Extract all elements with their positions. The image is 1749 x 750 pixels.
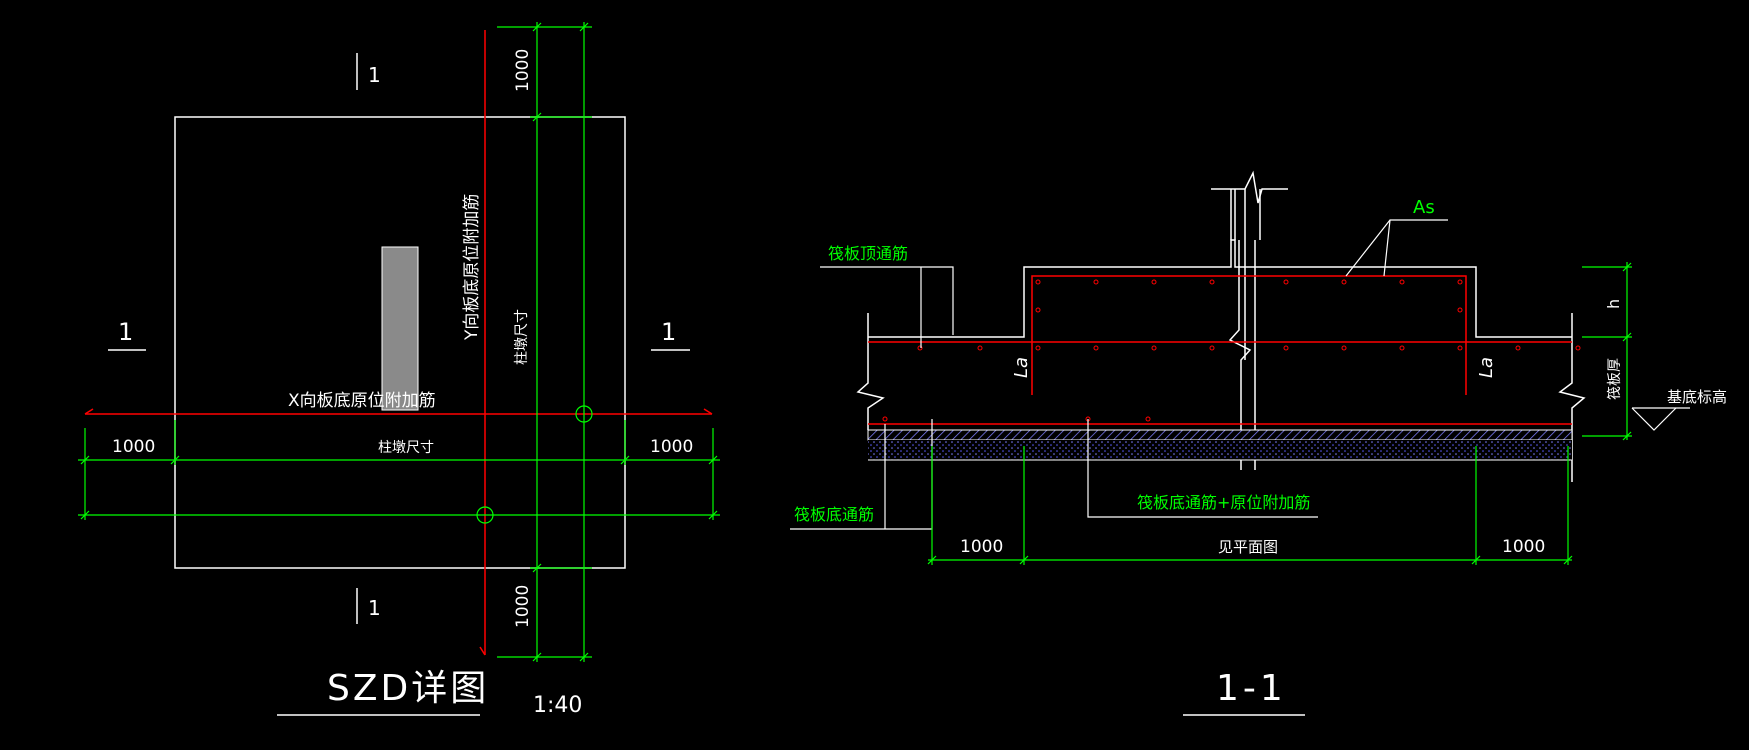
thickness-label: 筏板厚 bbox=[1606, 358, 1623, 400]
plan-dim-right: 1000 bbox=[650, 437, 693, 457]
section-mark-bottom: 1 bbox=[368, 596, 381, 620]
plan-dim-bottom: 1000 bbox=[513, 585, 533, 628]
plan-dim-top: 1000 bbox=[513, 49, 533, 92]
section-view: As 筏板顶通筋 筏板底通筋 筏板底通筋+原位附加筋 La La h 筏板厚 基… bbox=[790, 170, 1727, 716]
slab-break-line bbox=[1228, 240, 1252, 470]
bottom-add-rebar-label: 筏板底通筋+原位附加筋 bbox=[1137, 493, 1310, 512]
section-outline-top bbox=[868, 239, 1572, 338]
section-dim-right: 1000 bbox=[1502, 537, 1545, 557]
grid-circle-bottom bbox=[476, 506, 494, 524]
right-break-line bbox=[1558, 313, 1586, 482]
as-label: As bbox=[1413, 197, 1435, 218]
plan-title: SZD详图 bbox=[327, 668, 489, 709]
la-right-label: La bbox=[1476, 357, 1497, 378]
bottom-rebar-label: 筏板底通筋 bbox=[794, 505, 874, 524]
cushion-hatch bbox=[867, 429, 1573, 441]
x-rebar-label: X向板底原位附加筋 bbox=[288, 391, 436, 411]
top-rebar-label: 筏板顶通筋 bbox=[828, 244, 908, 263]
rebar-dots bbox=[882, 279, 1581, 422]
la-left-label: La bbox=[1011, 357, 1032, 378]
section-vertical-dims bbox=[1582, 262, 1632, 441]
section-mark-right: 1 bbox=[661, 318, 676, 346]
section-horizontal-dims bbox=[927, 446, 1573, 565]
h-label: h bbox=[1604, 299, 1623, 309]
gravel-layer bbox=[868, 440, 1572, 460]
elevation-marker bbox=[1631, 407, 1690, 431]
slab-outline bbox=[174, 116, 626, 569]
section-rebars bbox=[868, 275, 1572, 425]
section-title: 1-1 bbox=[1216, 668, 1287, 709]
plan-dim-left: 1000 bbox=[112, 437, 155, 457]
elevation-label: 基底标高 bbox=[1667, 388, 1727, 406]
section-dim-mid: 见平面图 bbox=[1218, 538, 1278, 556]
y-rebar-label: Y向板底原位附加筋 bbox=[462, 194, 482, 341]
column bbox=[381, 246, 419, 411]
section-cut-marks bbox=[108, 53, 690, 624]
plan-horizontal-dims bbox=[78, 420, 720, 520]
section-dim-left: 1000 bbox=[960, 537, 1003, 557]
left-break-line bbox=[856, 313, 885, 430]
column-size-y-label: 柱墩尺寸 bbox=[514, 309, 530, 365]
plan-view: 1 1 1 1 Y向板底原位附加筋 X向板底原位附加筋 柱墩尺寸 柱墩尺寸 10… bbox=[78, 22, 720, 718]
column-size-x-label: 柱墩尺寸 bbox=[378, 440, 434, 456]
section-mark-left: 1 bbox=[118, 318, 133, 346]
column-stub bbox=[1211, 170, 1288, 204]
section-mark-top: 1 bbox=[368, 63, 381, 87]
plan-vertical-dims bbox=[497, 22, 592, 662]
grid-circle-right bbox=[575, 405, 593, 423]
plan-scale: 1:40 bbox=[533, 693, 582, 718]
